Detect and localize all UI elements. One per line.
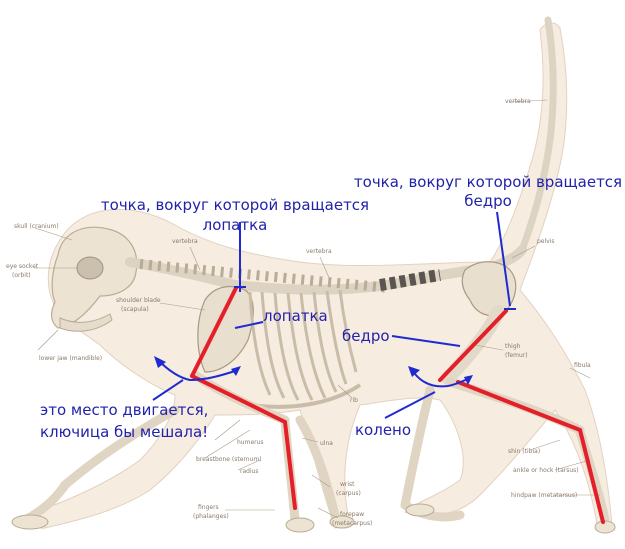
label-lower-jaw: lower jaw (mandible) (39, 355, 103, 362)
scapula-axis-line (190, 286, 238, 378)
label-vertebra-back: vertebra (306, 248, 332, 255)
label-leader-lines (34, 99, 600, 519)
annotation-femur-pivot-line2: бедро (464, 192, 512, 210)
label-shoulder-blade-latin: (scapula) (121, 306, 149, 313)
label-breastbone: breastbone (sternum) (196, 456, 262, 463)
femur-pivot-pointer (496, 211, 511, 307)
annotation-femur-pivot-line1: точка, вокруг которой вращается (353, 173, 623, 191)
femur-pointer (391, 335, 461, 347)
annotation-femur: бедро (342, 327, 390, 345)
label-humerus: humerus (237, 439, 264, 446)
collarbone-pointer (152, 379, 184, 401)
knee-arc-arrow (411, 369, 471, 388)
collarbone-arc-arrow (157, 359, 239, 382)
label-wrist-latin: (carpus) (336, 490, 361, 497)
tail-bone (518, 16, 557, 254)
scapula-bone (197, 285, 254, 373)
rib-cage (248, 289, 362, 409)
femur-bone (441, 305, 505, 385)
annotation-collarbone-line1: это место двигается, (40, 401, 209, 419)
annotation-collarbone-line2: ключица бы мешала! (40, 423, 209, 441)
spine-vertebrae (139, 259, 391, 293)
annotation-knee: колено (355, 421, 412, 439)
annotation-scapula-pivot-line2: лопатка (202, 216, 268, 234)
label-fibula: fibula (574, 362, 591, 369)
label-pelvis: pelvis (537, 238, 555, 245)
label-skull: skull (cranium) (14, 223, 59, 230)
forearm-axis-line (283, 420, 297, 510)
annotation-scapula: лопатка (263, 307, 328, 325)
arrow-heads (154, 356, 473, 385)
label-shoulder-blade: shoulder blade (116, 297, 161, 304)
lumbar-vertebrae (379, 269, 441, 291)
label-ankle: ankle or hock (tarsus) (513, 467, 579, 474)
label-rib: rib (350, 397, 358, 404)
label-wrist: wrist (340, 481, 355, 488)
humerus-axis-line (190, 374, 287, 424)
shin-axis-line (456, 380, 582, 432)
label-forepaw-latin: (metacarpus) (332, 520, 373, 527)
label-fingers-latin: (phalanges) (193, 513, 229, 520)
label-eye-socket-latin: (orbit) (12, 272, 31, 279)
annotation-pointers (152, 211, 516, 419)
label-forepaw: forepaw (340, 511, 365, 518)
femur-axis-line (438, 309, 508, 382)
label-vertebra-neck: vertebra (172, 238, 198, 245)
label-ulna: ulna (320, 440, 333, 447)
label-radius: radius (240, 468, 259, 475)
label-fingers: fingers (198, 504, 219, 511)
scapula-pivot-marker (234, 282, 246, 292)
label-eye-socket: eye socket (6, 263, 39, 270)
knee-pointer (384, 391, 436, 419)
label-shin: shin (tibia) (508, 448, 541, 455)
label-hindpaw: hindpaw (metatarsus) (511, 492, 578, 499)
hindpaw-axis-line (578, 428, 605, 524)
label-vertebra-tail: vertebra (505, 98, 531, 105)
label-thigh: thigh (505, 343, 521, 350)
limb-axis-lines (190, 286, 605, 524)
scapula-pointer (234, 321, 264, 329)
label-thigh-latin: (femur) (505, 352, 528, 359)
annotation-scapula-pivot-line1: точка, вокруг которой вращается (100, 196, 370, 214)
skull-bone (51, 226, 138, 332)
paw-bones (11, 503, 616, 534)
